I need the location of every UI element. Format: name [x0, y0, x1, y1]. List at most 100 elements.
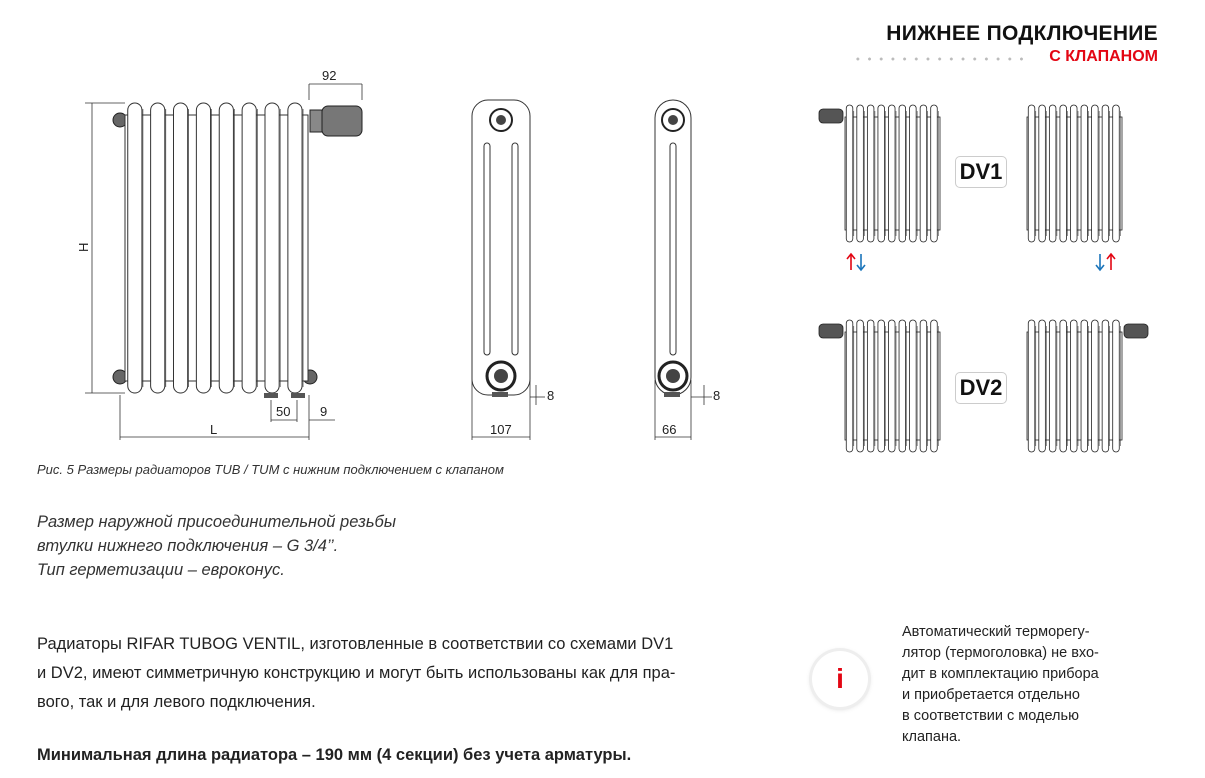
radiator-tube [1038, 104, 1046, 243]
slot [669, 142, 677, 356]
thermostatic-head-icon [1123, 323, 1149, 339]
valve-body [309, 109, 323, 133]
arrow-head [846, 252, 856, 260]
radiator-tube [845, 104, 854, 243]
note-line: Автоматический терморегу- [902, 624, 1090, 640]
body-line: Радиаторы RIFAR TUBOG VENTIL, изготовлен… [37, 635, 674, 653]
dim-length: L [210, 422, 217, 437]
thermostatic-head-icon [818, 108, 844, 124]
dim-valve: 92 [322, 68, 336, 83]
radiator-tube [1070, 319, 1078, 453]
slot [483, 142, 491, 356]
radiator-tube [1101, 319, 1110, 453]
connection-nipple [492, 392, 508, 397]
radiator-tube [1112, 104, 1120, 243]
radiator-tube [127, 102, 143, 394]
spec-line: Размер наружной присоединительной резьбы [37, 513, 396, 531]
radiator-tube [1038, 319, 1046, 453]
arrow-head [856, 264, 866, 272]
spec-line: втулки нижнего подключения – G 3/4’’. [37, 537, 339, 555]
radiator-tube [218, 102, 234, 394]
section-subtitle: С КЛАПАНОМ [1049, 48, 1158, 65]
return-arrow-icon [856, 254, 866, 272]
dotted-divider [852, 57, 1027, 61]
radiator-tube [195, 102, 212, 394]
supply-arrow-icon [1106, 252, 1116, 270]
connection-schemes [818, 104, 1149, 453]
radiator-tube [919, 319, 928, 453]
figure-caption: Рис. 5 Размеры радиаторов TUB / TUM с ни… [37, 462, 504, 477]
body-line: вого, так и для левого подключения. [37, 693, 316, 711]
radiator-tube [1048, 319, 1057, 453]
note-line: клапана. [902, 729, 962, 745]
radiator-tube [909, 104, 917, 243]
port-core [496, 115, 506, 125]
side-profile [654, 99, 692, 396]
radiator-tube [1091, 319, 1099, 453]
dim-offset: 9 [320, 404, 327, 419]
radiator-tube [287, 102, 303, 394]
radiator-tube [919, 104, 928, 243]
body-line: и DV2, имеют симметричную конструкцию и … [37, 664, 676, 682]
dim-height: H [76, 243, 91, 252]
radiator-tube [856, 104, 864, 243]
section-title: НИЖНЕЕ ПОДКЛЮЧЕНИЕ [886, 22, 1158, 45]
radiator-tube [1080, 319, 1088, 453]
radiator-tube [1101, 104, 1110, 243]
port-core [666, 369, 680, 383]
radiator-tube [1112, 319, 1120, 453]
radiator-tube [1080, 104, 1088, 243]
radiator-side-view-tub [471, 99, 531, 397]
radiator-tube [172, 102, 189, 394]
radiator-tube [877, 104, 885, 243]
radiator-tube [1091, 104, 1099, 243]
dim-bottom-tum: 8 [713, 388, 720, 403]
port-core [668, 115, 678, 125]
radiator-tube [1070, 104, 1078, 243]
return-arrow-icon [1095, 254, 1105, 272]
radiator-tube [856, 319, 864, 453]
note-line: и приобретается отдельно [902, 687, 1080, 703]
arrow-head [1095, 264, 1105, 272]
info-icon: i [812, 651, 868, 707]
dim-bottom-tub: 8 [547, 388, 554, 403]
arrow-head [1106, 252, 1116, 260]
radiator-tube [1048, 104, 1057, 243]
radiator-tube [264, 102, 280, 394]
dimension-lines [85, 83, 712, 440]
scheme-label-dv2: DV2 [955, 372, 1007, 404]
radiator-tube [930, 104, 938, 243]
note-line: дит в комплектацию прибора [902, 666, 1099, 682]
slot [511, 142, 519, 356]
connection-nipple [664, 392, 680, 397]
note-line: в соответствии с моделью [902, 708, 1079, 724]
spec-line: Тип герметизации – евроконус. [37, 561, 285, 579]
scheme-label-dv1: DV1 [955, 156, 1007, 188]
radiator-tube [241, 102, 257, 394]
radiator-tube [888, 319, 896, 453]
radiator-side-view-tum [654, 99, 692, 397]
radiator-tube [845, 319, 854, 453]
thread-spec: Размер наружной присоединительной резьбы… [37, 510, 396, 582]
radiator-tube [1059, 319, 1067, 453]
radiator-tube [866, 104, 875, 243]
thermostatic-head-icon [321, 105, 363, 137]
dim-depth-tum: 66 [662, 422, 676, 437]
radiator-tube [909, 319, 917, 453]
radiator-tube [877, 319, 885, 453]
scheme-radiator [1026, 319, 1149, 453]
radiator-tube [1027, 319, 1036, 453]
note-line: лятор (термоголовка) не вхо- [902, 645, 1099, 661]
scheme-radiator [818, 319, 941, 453]
thermostatic-head-icon [818, 323, 844, 339]
min-length-note: Минимальная длина радиатора – 190 мм (4 … [37, 746, 632, 764]
scheme-radiator [818, 104, 941, 243]
body-paragraph: Радиаторы RIFAR TUBOG VENTIL, изготовлен… [37, 630, 777, 717]
radiator-tube [930, 319, 938, 453]
connection-nipple [291, 393, 305, 398]
radiator-tube [888, 104, 896, 243]
radiator-tube [898, 319, 906, 453]
dim-connection: 50 [276, 404, 290, 419]
supply-arrow-icon [846, 252, 856, 270]
